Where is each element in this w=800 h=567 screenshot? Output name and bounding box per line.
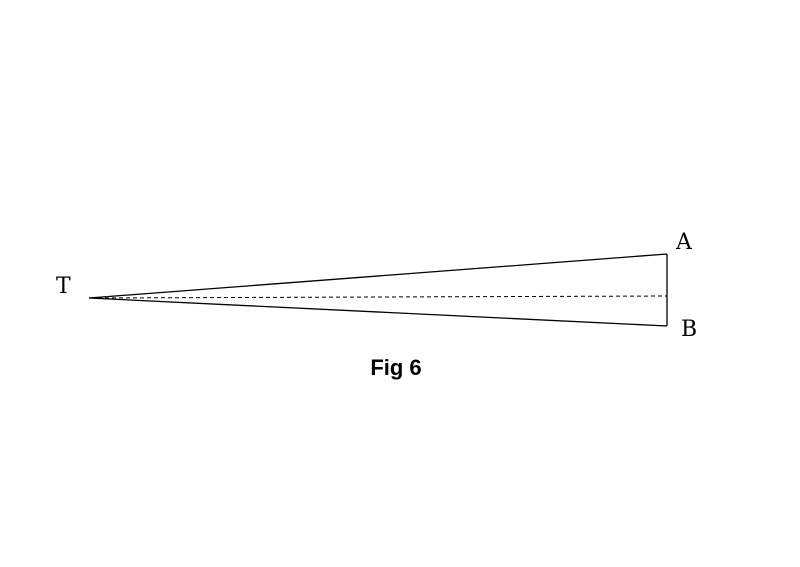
label-t: T: [56, 274, 71, 299]
edge-tb: [88, 297, 668, 327]
edge-ta: [88, 253, 668, 299]
figure-caption: Fig 6: [370, 355, 421, 380]
label-b: B: [681, 317, 697, 342]
label-a: A: [675, 230, 693, 255]
dashed-center-line: [90, 295, 668, 299]
